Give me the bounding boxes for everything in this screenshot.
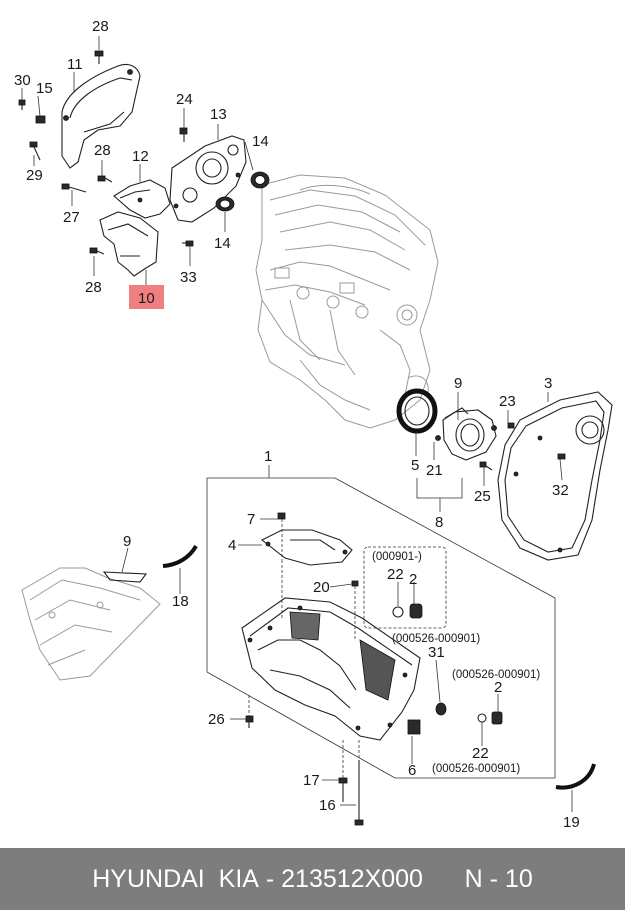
callout-25: 25 bbox=[474, 488, 491, 505]
rear-oil-seal bbox=[396, 388, 438, 434]
callout-labels: 28 30 15 11 29 24 13 14 12 28 27 14 33 2… bbox=[14, 18, 580, 831]
callout-12: 12 bbox=[132, 148, 149, 165]
front-cover bbox=[169, 135, 247, 223]
callout-14: 14 bbox=[252, 133, 269, 150]
callout-30: 30 bbox=[14, 72, 31, 89]
callout-7: 7 bbox=[247, 511, 255, 528]
callout-2: 2 bbox=[409, 571, 417, 588]
callout-8: 8 bbox=[435, 514, 443, 531]
callout-20: 20 bbox=[313, 579, 330, 596]
callout-19: 19 bbox=[563, 814, 580, 831]
callout-2: 2 bbox=[494, 679, 502, 696]
seal-strip-lower bbox=[555, 763, 596, 790]
callout-15: 15 bbox=[36, 80, 53, 97]
baffle-plate bbox=[260, 512, 353, 566]
engine-block-outline bbox=[255, 174, 439, 429]
callout-28: 28 bbox=[94, 142, 111, 159]
dashed-leaders bbox=[248, 519, 360, 778]
diagram-ref: N - 10 bbox=[464, 864, 533, 893]
oil-pan bbox=[241, 597, 421, 741]
callout-24: 24 bbox=[176, 91, 193, 108]
callout-23: 23 bbox=[499, 393, 516, 410]
callout-1: 1 bbox=[264, 448, 272, 465]
callout-3: 3 bbox=[544, 375, 552, 392]
callout-29: 29 bbox=[26, 167, 43, 184]
separator: - bbox=[258, 864, 282, 893]
footer-gap bbox=[423, 865, 465, 894]
callout-13: 13 bbox=[210, 106, 227, 123]
callout-26: 26 bbox=[208, 711, 225, 728]
callout-9: 9 bbox=[123, 533, 131, 550]
part-number: 213512X000 bbox=[281, 864, 423, 893]
date-code-labels: (000901-) (000526-000901) (000526-000901… bbox=[372, 551, 540, 775]
brand-label: HYUNDAI KIA bbox=[92, 864, 259, 893]
callout-11: 11 bbox=[67, 56, 83, 73]
seal-strip-upper bbox=[162, 544, 198, 568]
rear-plate bbox=[497, 391, 613, 561]
callout-27: 27 bbox=[63, 209, 80, 226]
date-code: (000526-000901) bbox=[392, 633, 480, 645]
engine-lower-outline bbox=[21, 567, 161, 681]
callout-33: 33 bbox=[180, 269, 197, 286]
callout-17: 17 bbox=[303, 772, 320, 789]
oil-pan-group-frame bbox=[206, 477, 556, 779]
pan-bolts bbox=[245, 580, 503, 826]
bolts-upper-left bbox=[18, 50, 194, 255]
date-code: (000901-) bbox=[372, 551, 422, 563]
date-code: (000526-000901) bbox=[452, 669, 540, 681]
inset-box bbox=[363, 546, 447, 629]
callout-4: 4 bbox=[228, 537, 236, 554]
callout-9: 9 bbox=[454, 375, 462, 392]
callout-21: 21 bbox=[426, 462, 443, 479]
callout-6: 6 bbox=[408, 762, 416, 779]
date-code: (000526-000901) bbox=[432, 763, 520, 775]
timing-cover-lower bbox=[99, 211, 159, 277]
footer-bar: HYUNDAI KIA - 213512X000 N - 10 bbox=[0, 848, 625, 910]
highlight-box bbox=[129, 285, 164, 309]
callout-31: 31 bbox=[428, 644, 445, 661]
callout-28: 28 bbox=[92, 18, 109, 35]
callout-16: 16 bbox=[319, 797, 336, 814]
timing-cover-plate bbox=[113, 179, 171, 219]
callout-32: 32 bbox=[552, 482, 569, 499]
callout-22: 22 bbox=[387, 566, 404, 583]
callout-22: 22 bbox=[472, 745, 489, 762]
exploded-parts-diagram: 28 30 15 11 29 24 13 14 12 28 27 14 33 2… bbox=[14, 18, 613, 831]
callout-10: 10 bbox=[138, 290, 155, 307]
leader-lines bbox=[21, 36, 573, 812]
callout-5: 5 bbox=[411, 457, 419, 474]
callout-28: 28 bbox=[85, 279, 102, 296]
callout-18: 18 bbox=[172, 593, 189, 610]
gasket-small bbox=[102, 571, 148, 583]
timing-cover-upper bbox=[61, 63, 141, 169]
oil-seals bbox=[215, 171, 270, 212]
callout-14: 14 bbox=[214, 235, 231, 252]
seal-retainer bbox=[435, 407, 515, 471]
